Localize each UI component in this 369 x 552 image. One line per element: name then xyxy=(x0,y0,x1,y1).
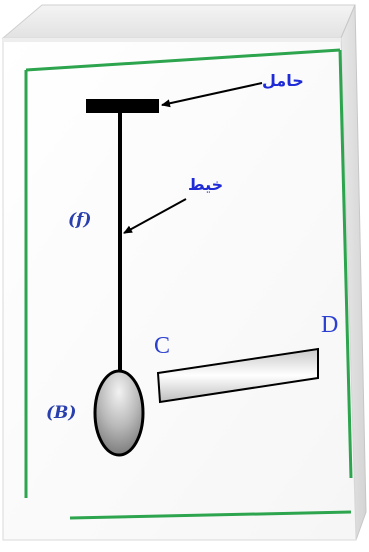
box-front-face xyxy=(2,37,357,541)
thread-arrow xyxy=(123,198,187,234)
thread-label: خيط xyxy=(188,175,224,194)
point-d-label: D xyxy=(321,312,339,338)
ball xyxy=(93,369,145,457)
frame-bottom-edge xyxy=(69,510,352,520)
support-label: حامل xyxy=(262,71,304,90)
frame-right-edge xyxy=(338,49,353,479)
rod-cd xyxy=(156,347,319,404)
support-bar xyxy=(86,99,159,113)
frame-top-edge xyxy=(25,48,341,72)
thread-symbol-label: (f) xyxy=(68,210,92,230)
ball-symbol-label: (B) xyxy=(46,403,77,423)
box-edge-shadow xyxy=(3,38,341,42)
box-top-face xyxy=(1,4,356,39)
support-arrow xyxy=(161,82,263,108)
point-c-label: C xyxy=(154,333,171,359)
